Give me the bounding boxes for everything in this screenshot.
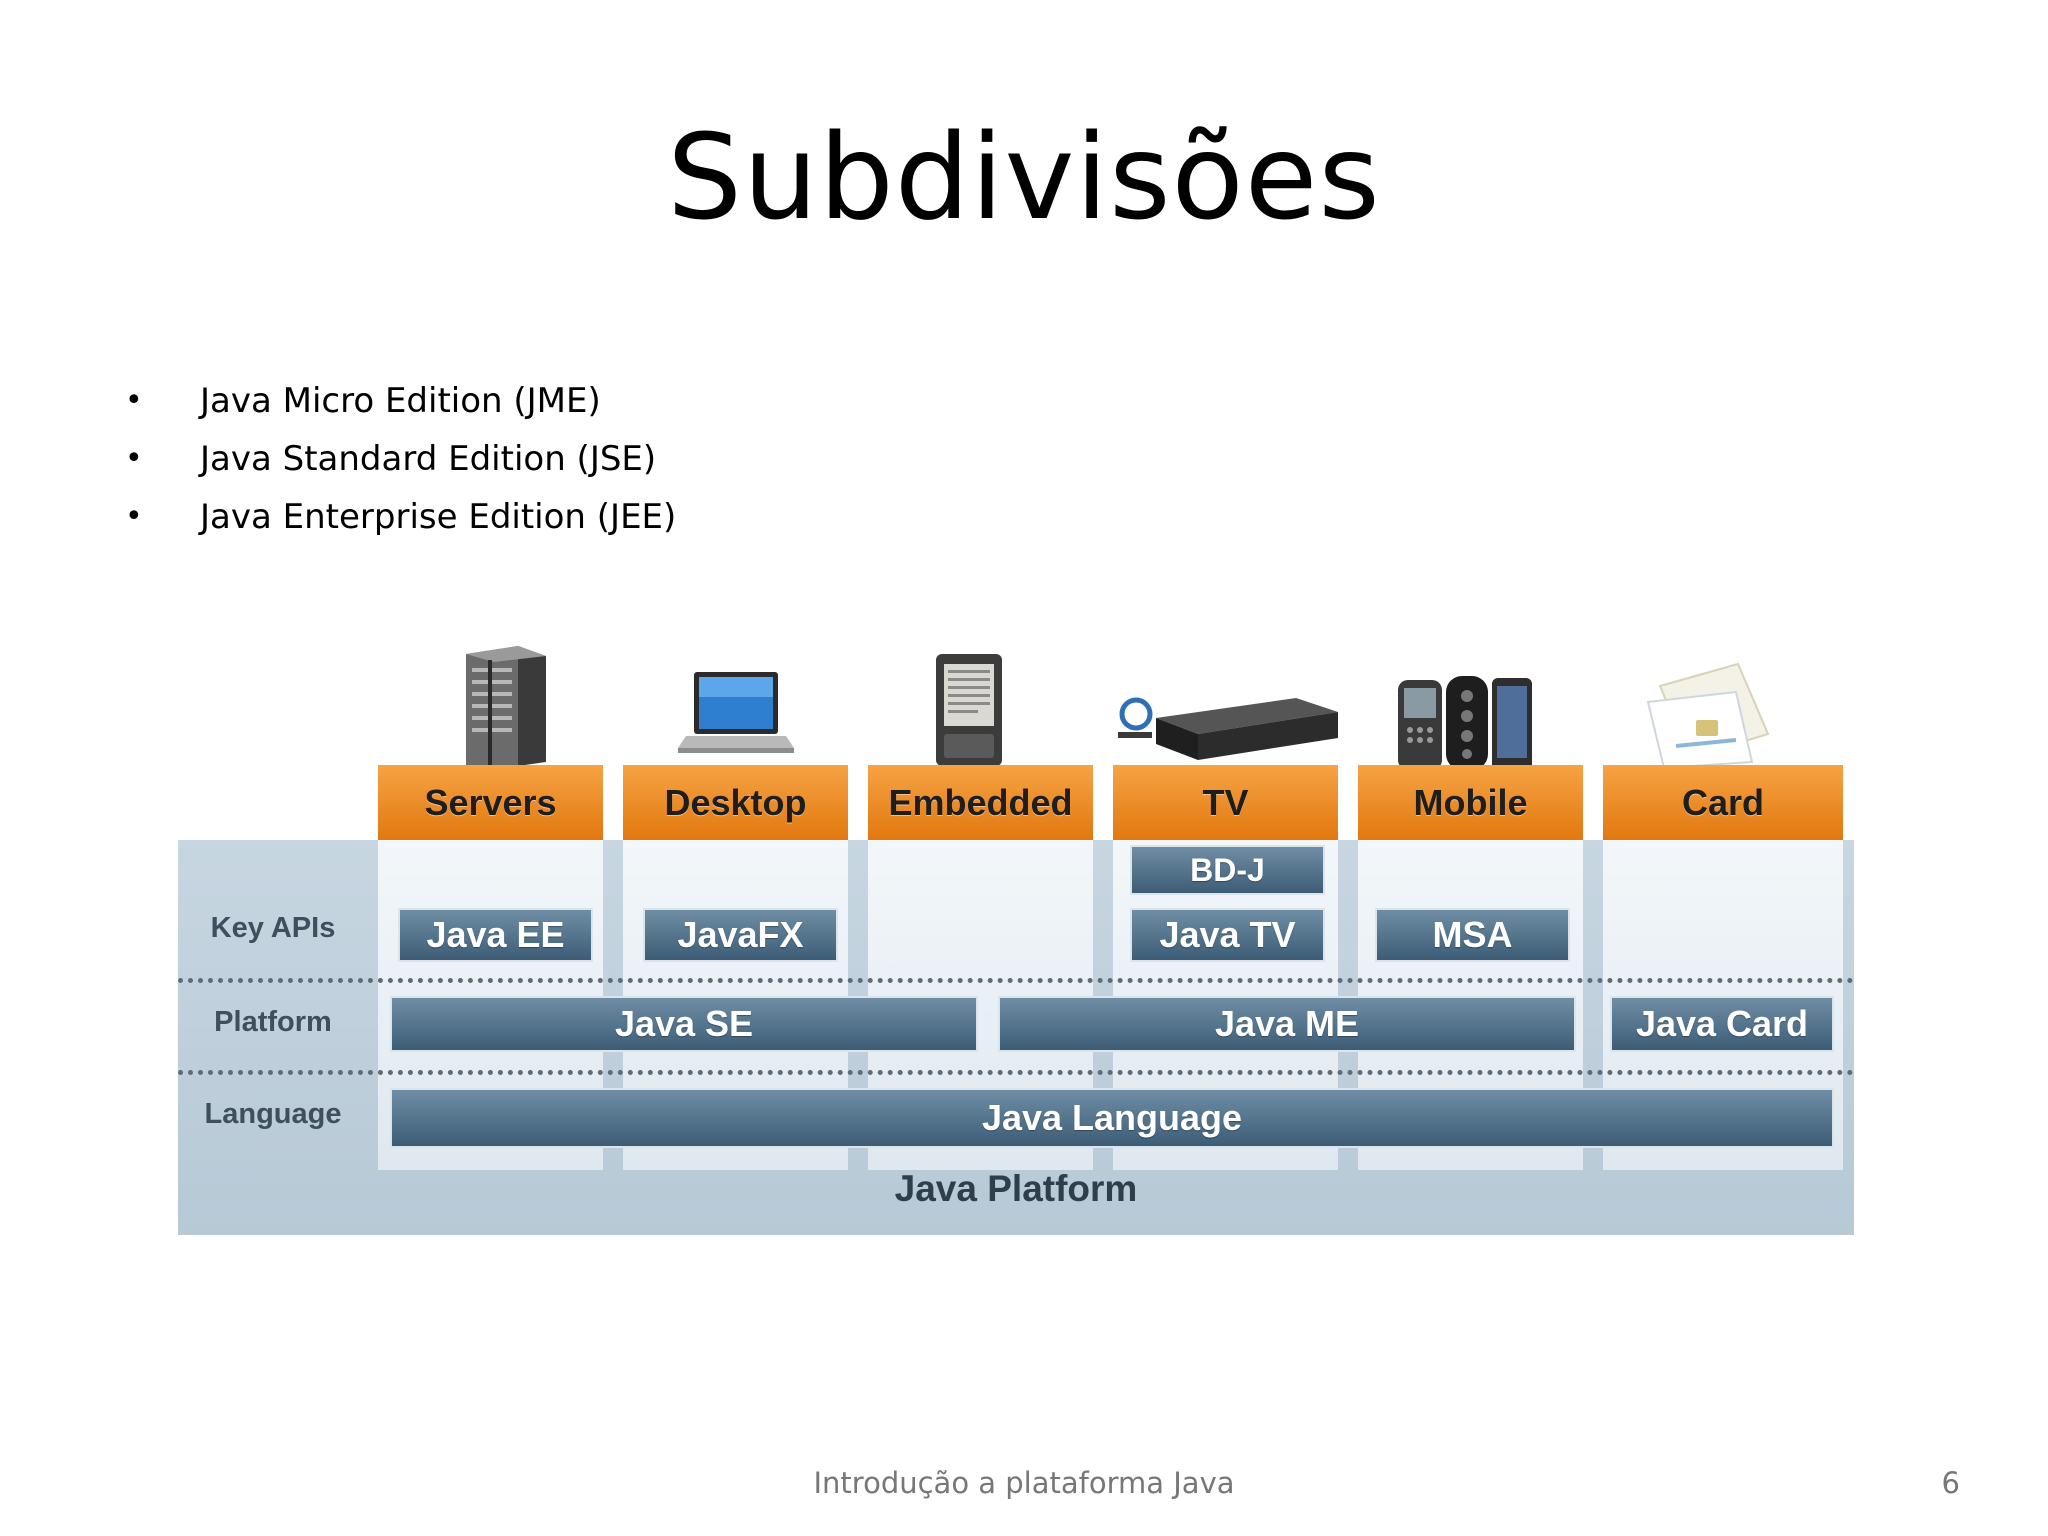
bullet-list: • Java Micro Edition (JME) • Java Standard…: [120, 372, 676, 546]
separator-dotted-top: [178, 978, 1854, 983]
page-number: 6: [1941, 1466, 1960, 1500]
device-tab-embedded: Embedded: [868, 765, 1093, 840]
bullet-item: • Java Micro Edition (JME): [120, 372, 676, 430]
platform-box-java-me: Java ME: [998, 996, 1576, 1052]
api-box-java-tv: Java TV: [1130, 908, 1325, 962]
slide-title: Subdivisões: [667, 108, 1381, 246]
platform-box-java-card: Java Card: [1610, 996, 1834, 1052]
bullet-text: Java Enterprise Edition (JEE): [200, 497, 677, 537]
api-box-javafx: JavaFX: [643, 908, 838, 962]
api-box-msa: MSA: [1375, 908, 1570, 962]
row-label-language: Language: [204, 1098, 342, 1130]
api-box-java-ee: Java EE: [398, 908, 593, 962]
platform-box-java-se: Java SE: [390, 996, 978, 1052]
device-tab-tv: TV: [1113, 765, 1338, 840]
separator-dotted-bottom: [178, 1070, 1854, 1075]
bullet-text: Java Micro Edition (JME): [200, 381, 601, 421]
language-box-java-language: Java Language: [390, 1088, 1834, 1148]
row-label-platform: Platform: [214, 1006, 332, 1038]
ereader-icon: [936, 654, 1002, 766]
device-tab-card: Card: [1603, 765, 1843, 840]
bullet-dot: •: [125, 499, 143, 534]
smart-card-icon: [1646, 662, 1770, 770]
bullet-text: Java Standard Edition (JSE): [200, 439, 657, 479]
device-tab-servers: Servers: [378, 765, 603, 840]
slide-footer: Introdução a plataforma Java: [813, 1466, 1235, 1500]
bullet-dot: •: [125, 383, 143, 418]
device-tab-desktop: Desktop: [623, 765, 848, 840]
mobile-phones-icon: [1398, 676, 1532, 770]
device-tab-mobile: Mobile: [1358, 765, 1583, 840]
java-platform-diagram: Servers Desktop Embedded TV Mobile Card …: [178, 640, 1854, 1235]
bullet-dot: •: [125, 441, 143, 476]
laptop-icon: [678, 672, 794, 753]
api-box-bdj: BD-J: [1130, 845, 1325, 895]
row-label-key-apis: Key APIs: [210, 912, 336, 944]
platform-caption: Java Platform: [894, 1168, 1138, 1209]
bullet-item: • Java Enterprise Edition (JEE): [120, 488, 676, 546]
bullet-item: • Java Standard Edition (JSE): [120, 430, 676, 488]
bluray-player-icon: [1118, 697, 1338, 760]
server-rack-icon: [466, 646, 546, 771]
